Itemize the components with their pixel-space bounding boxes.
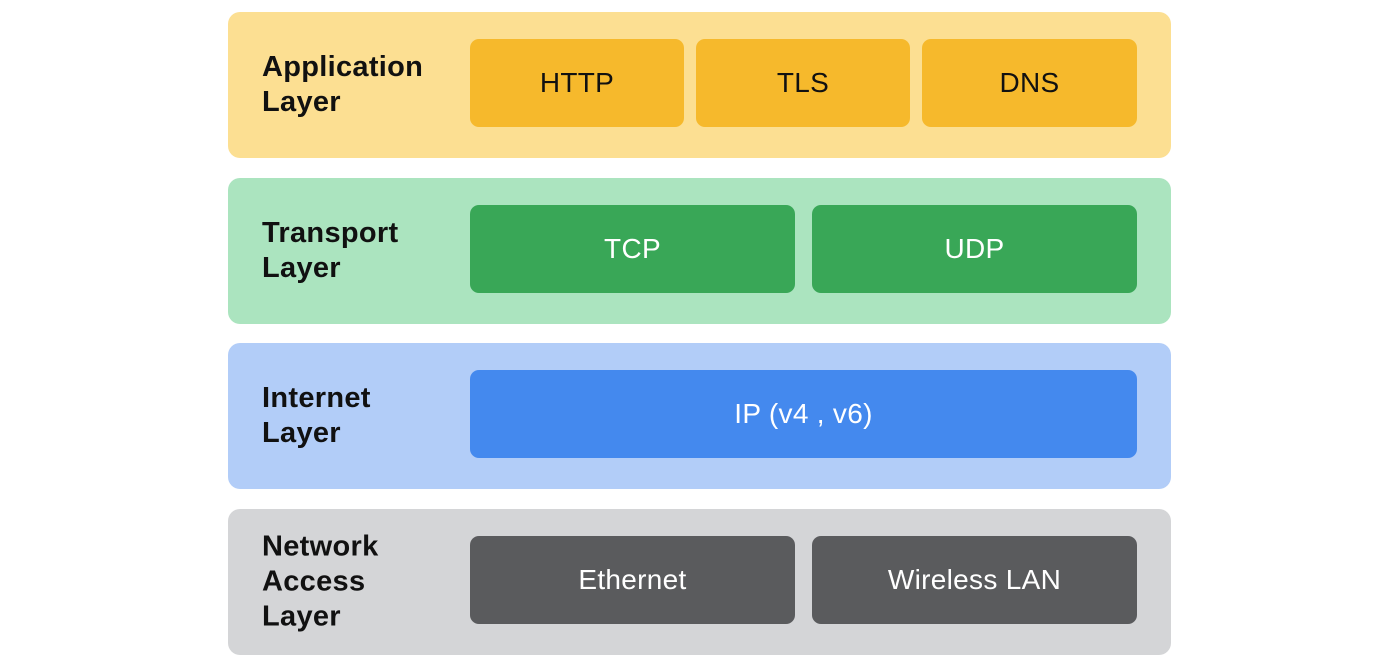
application-layer: Application Layer HTTP TLS DNS <box>228 12 1171 158</box>
tls-box: TLS <box>696 39 910 127</box>
ethernet-box: Ethernet <box>470 536 795 624</box>
internet-layer: Internet Layer IP (v4 , v6) <box>228 343 1171 489</box>
udp-box: UDP <box>812 205 1137 293</box>
dns-box: DNS <box>922 39 1137 127</box>
wireless-lan-box: Wireless LAN <box>812 536 1137 624</box>
transport-layer: Transport Layer TCP UDP <box>228 178 1171 324</box>
network-access-layer-label: Network Access Layer <box>262 530 379 633</box>
transport-layer-label: Transport Layer <box>262 217 399 284</box>
tcp-box: TCP <box>470 205 795 293</box>
network-access-layer: Network Access Layer Ethernet Wireless L… <box>228 509 1171 655</box>
internet-layer-label: Internet Layer <box>262 382 371 449</box>
ip-box: IP (v4 , v6) <box>470 370 1137 458</box>
application-layer-label: Application Layer <box>262 51 424 118</box>
http-box: HTTP <box>470 39 684 127</box>
